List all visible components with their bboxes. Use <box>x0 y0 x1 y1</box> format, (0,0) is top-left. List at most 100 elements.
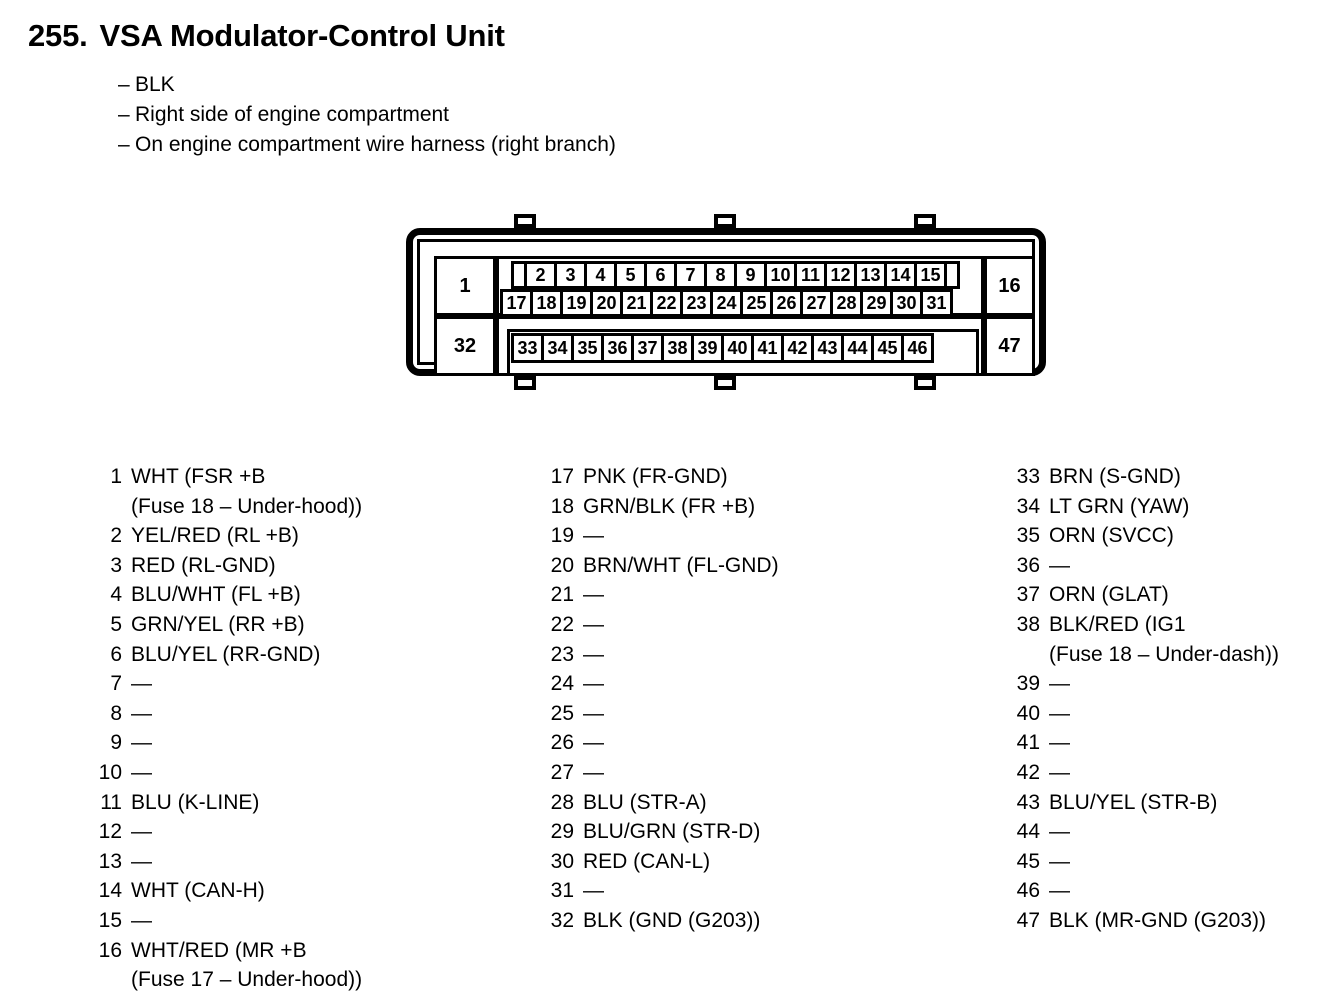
note-line: –Right side of engine compartment <box>118 100 616 130</box>
connector-pin-43: 43 <box>811 333 844 363</box>
pin-legend-number: 31 <box>550 879 574 903</box>
connector-pin-32: 32 <box>434 316 496 376</box>
connector-pin-6: 6 <box>644 261 677 289</box>
pin-legend-item: 37 ORN (GLAT) <box>1006 580 1279 610</box>
pin-legend-description: BLK (MR-GND (G203)) <box>1049 908 1267 932</box>
pin-legend-number: 30 <box>550 849 574 873</box>
pin-legend-description: YEL/RED (RL +B) <box>131 524 299 548</box>
pin-legend-number: 45 <box>1016 849 1040 873</box>
pin-legend-number: 36 <box>1016 553 1040 577</box>
pin-legend-description: — <box>131 731 152 755</box>
pin-legend-description: — <box>1049 849 1070 873</box>
pin-legend-description: — <box>583 642 604 666</box>
pin-legend-description: — <box>583 701 604 725</box>
pin-legend-number: 10 <box>98 760 122 784</box>
connector-pin-10: 10 <box>764 261 797 289</box>
connector-pin-1: 1 <box>434 256 496 316</box>
pin-legend-number: 14 <box>98 879 122 903</box>
connector-pin-18: 18 <box>530 289 563 317</box>
pin-legend-description: GRN/BLK (FR +B) <box>583 494 756 518</box>
pin-legend-number: 11 <box>100 790 122 814</box>
pin-legend-item: 6 BLU/YEL (RR-GND) <box>88 640 362 670</box>
pin-legend-description: PNK (FR-GND) <box>583 465 728 488</box>
pin-legend-description: — <box>583 879 604 903</box>
pin-legend-number: 13 <box>98 849 122 873</box>
connector-pin-29: 29 <box>860 289 893 317</box>
pin-legend-item: 36— <box>1006 551 1279 581</box>
pin-legend-description: — <box>131 908 152 932</box>
pin-legend-description: — <box>583 524 604 548</box>
pin-legend-description: RED (CAN-L) <box>583 849 711 873</box>
pin-legend-description: BLU/YEL (RR-GND) <box>131 642 321 666</box>
connector-pin-9: 9 <box>734 261 767 289</box>
connector-pin-24: 24 <box>710 289 743 317</box>
pin-legend-number: 29 <box>550 820 574 844</box>
pin-legend-number: 47 <box>1016 908 1040 932</box>
pin-legend-number: 24 <box>550 672 574 696</box>
pin-legend-item: 46— <box>1006 876 1279 906</box>
pin-legend-number: 7 <box>110 672 122 696</box>
pin-legend-number: 22 <box>550 612 574 636</box>
connector-pin-30: 30 <box>890 289 923 317</box>
pin-legend-number: 20 <box>550 553 574 577</box>
connector-pin-14: 14 <box>884 261 917 289</box>
page-title: 255.VSA Modulator-Control Unit <box>28 18 505 54</box>
connector-pin-34: 34 <box>541 333 574 363</box>
note-line: –BLK <box>118 70 616 100</box>
pin-legend-description: BLU (K-LINE) <box>131 790 260 814</box>
pin-legend-item: 27— <box>540 758 779 788</box>
pin-legend-description: ORN (GLAT) <box>1049 583 1169 607</box>
pin-legend-description-continued: (Fuse 18 – Under-hood)) <box>131 494 363 518</box>
pin-legend-number: 28 <box>550 790 574 814</box>
pin-legend-item: 47 BLK (MR-GND (G203)) <box>1006 906 1279 936</box>
pin-legend-number: 23 <box>550 642 574 666</box>
pin-legend-number: 27 <box>550 760 574 784</box>
pin-legend-item: 25— <box>540 699 779 729</box>
pin-legend-description: — <box>131 760 152 784</box>
pin-legend-item: 12— <box>88 817 362 847</box>
connector-pin-2: 2 <box>524 261 557 289</box>
latch-tab-top-right-icon <box>914 214 936 228</box>
connector-cell-blank <box>944 261 960 289</box>
note-text: On engine compartment wire harness (righ… <box>135 133 616 156</box>
connector-pin-20: 20 <box>590 289 623 317</box>
connector-pin-37: 37 <box>631 333 664 363</box>
pin-legend-item: 40— <box>1006 699 1279 729</box>
connector-notes: –BLK –Right side of engine compartment –… <box>118 70 616 160</box>
note-dash-icon: – <box>118 133 130 156</box>
latch-tab-bottom-right-icon <box>914 376 936 390</box>
pin-legend-description: — <box>131 849 152 873</box>
pin-legend-number: 6 <box>110 642 122 666</box>
connector-pin-4: 4 <box>584 261 617 289</box>
pin-legend-number: 40 <box>1016 701 1040 725</box>
connector-pin-45: 45 <box>871 333 904 363</box>
pin-legend-item: 26— <box>540 728 779 758</box>
pin-legend-number: 35 <box>1016 524 1040 548</box>
connector-pin-40: 40 <box>721 333 754 363</box>
connector-pin-33: 33 <box>511 333 544 363</box>
connector-pin-11: 11 <box>794 261 827 289</box>
pin-legend-number: 37 <box>1016 583 1040 607</box>
pin-legend-item: 39— <box>1006 669 1279 699</box>
pin-legend-description: GRN/YEL (RR +B) <box>131 612 305 636</box>
pin-legend-number: 2 <box>110 524 122 548</box>
pin-legend-number: 1 <box>110 465 122 488</box>
note-dash-icon: – <box>118 103 130 126</box>
pin-legend-number: 18 <box>550 494 574 518</box>
pin-legend-description: WHT/RED (MR +B(Fuse 17 – Under-hood)) <box>131 936 362 995</box>
connector-pin-47: 47 <box>984 316 1035 376</box>
pin-legend-description: — <box>1049 820 1070 844</box>
pin-legend-item: 21— <box>540 580 779 610</box>
pin-legend-item: 45 — <box>1006 847 1279 877</box>
pin-legend-item: 42— <box>1006 758 1279 788</box>
connector-pin-3: 3 <box>554 261 587 289</box>
